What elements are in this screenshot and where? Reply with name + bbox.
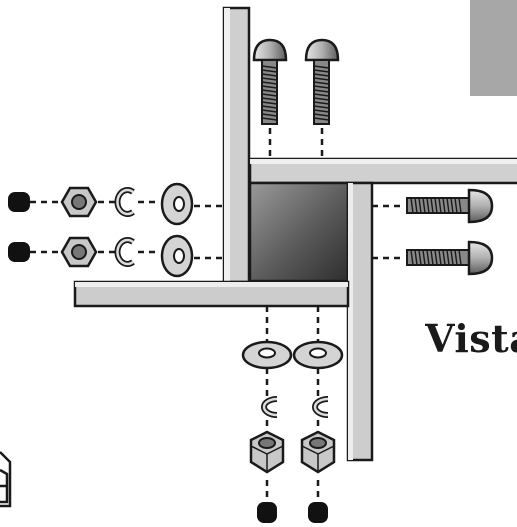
house-icon — [0, 451, 12, 508]
horizontal-bracket-top — [248, 157, 517, 185]
gray-panel — [470, 0, 517, 96]
hardware-column-bottom-left — [241, 340, 293, 523]
hex-nut — [249, 430, 285, 474]
hex-nut — [300, 430, 336, 474]
horizontal-bracket-bottom — [73, 280, 350, 308]
vertical-bracket-left — [222, 6, 251, 284]
end-cap — [308, 502, 328, 523]
corner-post-block — [248, 181, 350, 283]
carriage-bolt-right-lower — [406, 240, 494, 276]
end-cap — [8, 242, 30, 262]
flat-washer — [292, 340, 344, 370]
hex-nut — [60, 186, 98, 218]
end-cap — [257, 502, 277, 523]
carriage-bolt-top-right — [304, 38, 340, 125]
end-cap — [8, 192, 30, 212]
dashed-guides — [30, 128, 405, 502]
flat-washer — [160, 182, 194, 226]
hardware-row-left-upper — [8, 182, 194, 226]
flat-washer — [241, 340, 293, 370]
carriage-bolt-top-left — [252, 38, 288, 125]
hardware-row-left-lower — [8, 234, 194, 278]
hardware-column-bottom-right — [292, 340, 344, 523]
hex-nut — [60, 236, 98, 268]
brand-caption: Vista — [425, 316, 517, 361]
flat-washer — [160, 234, 194, 278]
vertical-bracket-right — [346, 181, 374, 462]
carriage-bolt-right-upper — [406, 188, 494, 224]
